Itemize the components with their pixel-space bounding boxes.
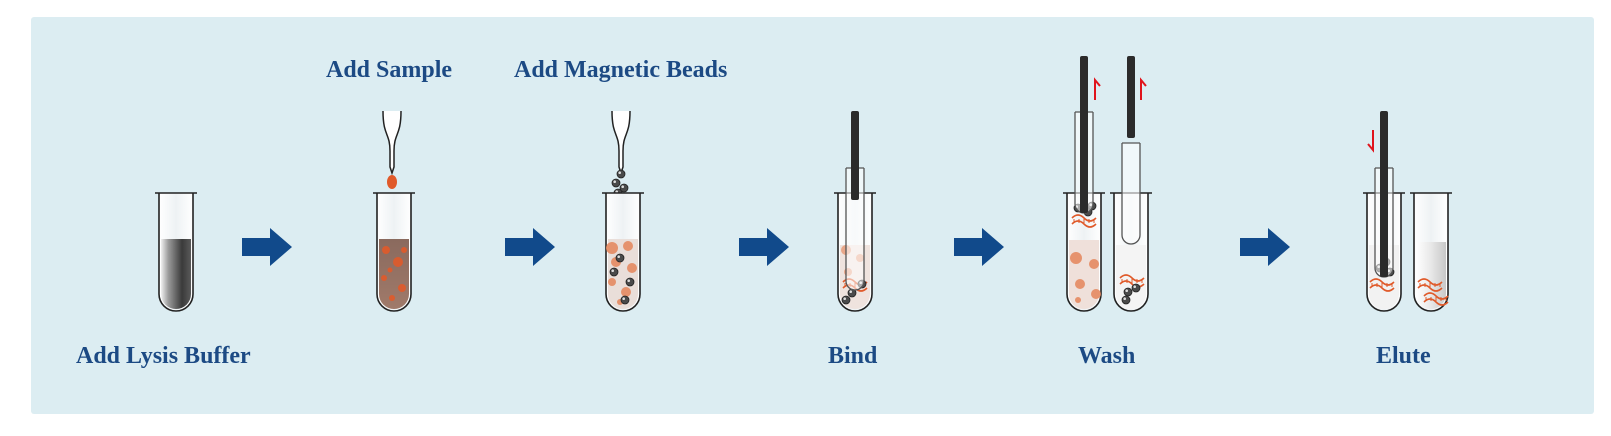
tube-wash-1: [1063, 192, 1105, 312]
up-arrow-wash-1-icon: [1094, 77, 1101, 100]
label-add-lysis-buffer: Add Lysis Buffer: [76, 343, 251, 369]
right-arrow-icon: [1240, 228, 1290, 266]
up-arrow-wash-2-icon: [1140, 77, 1147, 100]
pipette-beads-icon: [611, 110, 631, 198]
workflow-panel: [31, 17, 1594, 414]
right-arrow-icon: [242, 228, 292, 266]
sleeve-wash-2-icon: [1121, 142, 1141, 245]
magnetic-rod-wash-2-icon: [1127, 56, 1135, 138]
label-add-sample: Add Sample: [326, 57, 453, 83]
label-elute: Elute: [1376, 343, 1431, 369]
right-arrow-icon: [739, 228, 789, 266]
down-arrow-elute-icon: [1367, 130, 1374, 153]
magnetic-rod-wash-1-icon: [1074, 56, 1094, 214]
right-arrow-icon: [954, 228, 1004, 266]
right-arrow-icon: [505, 228, 555, 266]
tube-sample: [373, 192, 415, 312]
magnetic-rod-elute-icon: [1374, 111, 1394, 278]
label-wash: Wash: [1078, 343, 1136, 369]
tube-beads: [602, 192, 644, 312]
label-bind: Bind: [828, 343, 878, 369]
tube-elute-2: [1410, 192, 1452, 312]
label-add-magnetic-beads: Add Magnetic Beads: [514, 57, 728, 83]
pipette-sample-icon: [382, 110, 402, 189]
magnetic-rod-bind-icon: [845, 111, 865, 291]
tube-lysis: [155, 192, 197, 312]
